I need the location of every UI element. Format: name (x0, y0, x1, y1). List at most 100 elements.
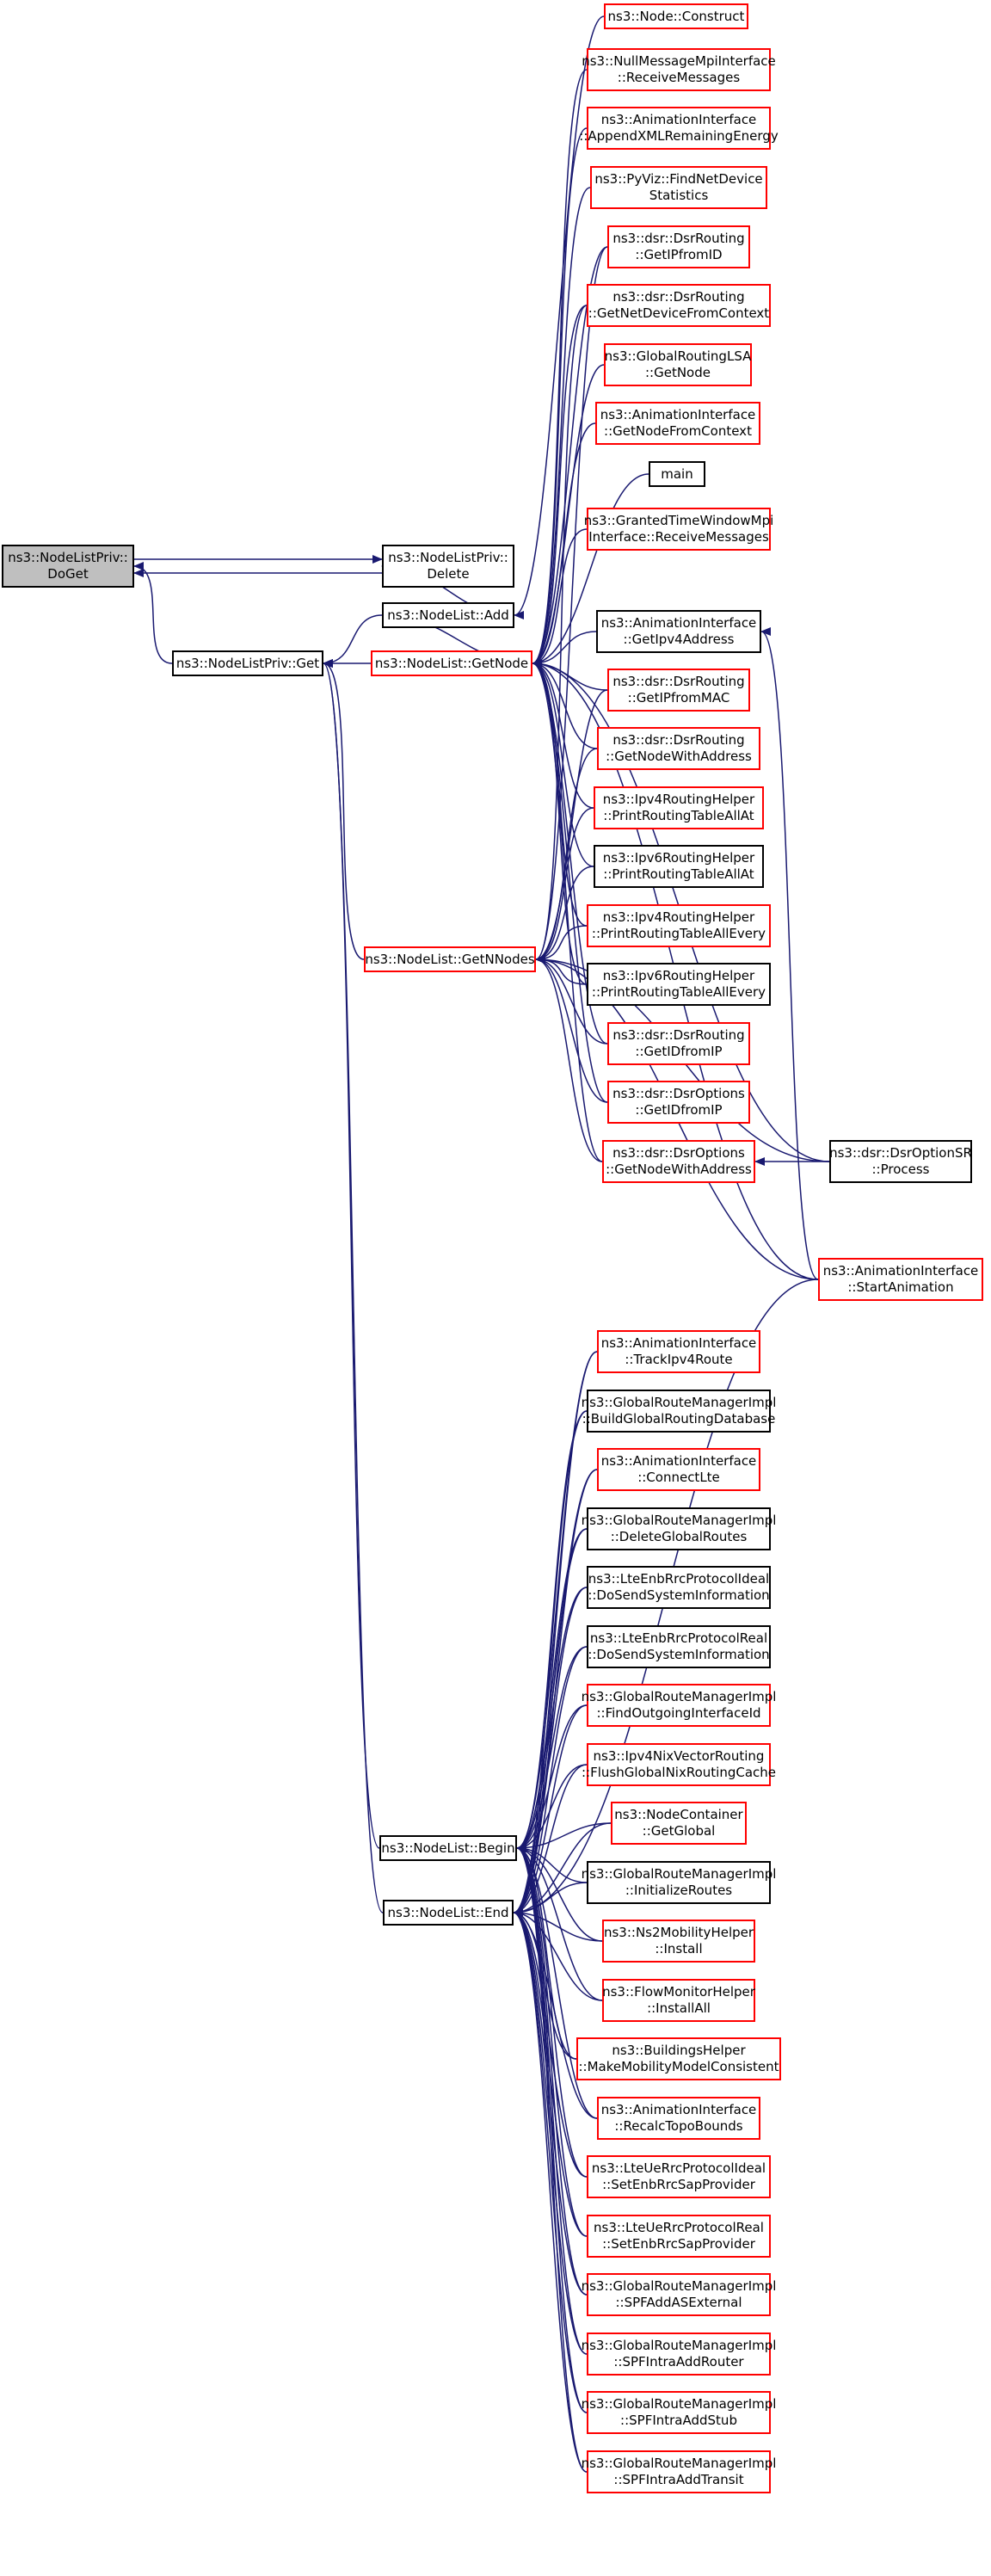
graph-node-ipv6-printall-at[interactable]: ns3::Ipv6RoutingHelper::PrintRoutingTabl… (594, 845, 764, 888)
node-label-line: ns3::AnimationInterface (600, 1453, 757, 1469)
call-edge (535, 955, 608, 1045)
graph-node-anim-getipv4[interactable]: ns3::AnimationInterface::GetIpv4Address (596, 610, 761, 653)
graph-node-nl-getnnodes[interactable]: ns3::NodeList::GetNNodes (364, 946, 536, 972)
node-label-line: ::GetNode (645, 365, 711, 380)
graph-node-ipv4-printall-at[interactable]: ns3::Ipv4RoutingHelper::PrintRoutingTabl… (594, 786, 764, 829)
node-label-line: ns3::GlobalRouteManagerImpl (581, 1866, 777, 1882)
graph-node-dsropt-getnodewithaddr[interactable]: ns3::dsr::DsrOptions::GetNodeWithAddress (602, 1140, 755, 1183)
graph-node-anim-trackipv4[interactable]: ns3::AnimationInterface::TrackIpv4Route (597, 1330, 760, 1373)
node-label-line: ns3::LteEnbRrcProtocolReal (589, 1630, 768, 1646)
node-label-line: ::PrintRoutingTableAllEvery (591, 926, 766, 941)
node-label-line: ns3::GrantedTimeWindowMpi (583, 513, 774, 528)
graph-node-lteue-real[interactable]: ns3::LteUeRrcProtocolReal::SetEnbRrcSapP… (587, 2215, 771, 2258)
graph-node-ns2mob-install[interactable]: ns3::Ns2MobilityHelper::Install (602, 1920, 755, 1963)
graph-node-lteenb-ideal[interactable]: ns3::LteEnbRrcProtocolIdeal::DoSendSyste… (587, 1566, 771, 1609)
graph-node-lteenb-real[interactable]: ns3::LteEnbRrcProtocolReal::DoSendSystem… (587, 1625, 771, 1668)
call-edge (513, 1587, 588, 1917)
node-label-line: ns3::NodeList::End (387, 1904, 509, 1920)
graph-node-priv-delete[interactable]: ns3::NodeListPriv::Delete (382, 545, 514, 588)
graph-node-dsr-getnodewithaddr[interactable]: ns3::dsr::DsrRouting::GetNodeWithAddress (597, 727, 760, 770)
graph-node-nodecontainer-global[interactable]: ns3::NodeContainer::GetGlobal (611, 1802, 747, 1845)
node-label-line: ::Process (871, 1162, 930, 1177)
graph-node-nullmsg[interactable]: ns3::NullMessageMpiInterface::ReceiveMes… (582, 48, 776, 91)
graph-node-dsr-getipfrommac[interactable]: ns3::dsr::DsrRouting::GetIPfromMAC (607, 669, 750, 712)
call-edge (532, 659, 603, 1162)
graph-node-dsr-getnetdev[interactable]: ns3::dsr::DsrRouting::GetNetDeviceFromCo… (587, 284, 771, 327)
graph-node-anim-getnodectx[interactable]: ns3::AnimationInterface::GetNodeFromCont… (595, 402, 760, 445)
graph-node-node-construct[interactable]: ns3::Node::Construct (604, 3, 748, 29)
node-label-line: ns3::NodeContainer (614, 1807, 743, 1822)
node-label-line: ns3::dsr::DsrOptions (612, 1145, 745, 1161)
graph-node-lteue-ideal[interactable]: ns3::LteUeRrcProtocolIdeal::SetEnbRrcSap… (587, 2155, 771, 2198)
node-label-line: ns3::GlobalRouteManagerImpl (581, 2338, 777, 2353)
node-label-line: ::SPFIntraAddRouter (613, 2354, 744, 2370)
graph-node-anim-appendxml[interactable]: ns3::AnimationInterface::AppendXMLRemain… (579, 107, 779, 150)
graph-node-nl-getnode[interactable]: ns3::NodeList::GetNode (371, 650, 532, 676)
graph-node-nix-flush[interactable]: ns3::Ipv4NixVectorRouting::FlushGlobalNi… (582, 1743, 776, 1786)
node-label-line: main (661, 465, 693, 482)
node-label-line: ns3::Ipv4RoutingHelper (602, 792, 755, 807)
graph-node-grm-spfstub[interactable]: ns3::GlobalRouteManagerImpl::SPFIntraAdd… (582, 2391, 776, 2434)
graph-node-grm-spfrouter[interactable]: ns3::GlobalRouteManagerImpl::SPFIntraAdd… (582, 2333, 776, 2376)
call-edge (535, 748, 598, 964)
graph-node-doget: ns3::NodeListPriv::DoGet (2, 545, 134, 588)
call-edge (513, 1822, 612, 1917)
graph-node-buildings-mobility[interactable]: ns3::BuildingsHelper::MakeMobilityModelC… (576, 2037, 781, 2080)
graph-node-dsr-getipfromid[interactable]: ns3::dsr::DsrRouting::GetIPfromID (607, 225, 750, 268)
call-edge (513, 1908, 598, 2119)
node-label-line: DoGet (47, 566, 89, 582)
graph-node-dsropt-getidfromip[interactable]: ns3::dsr::DsrOptions::GetIDfromIP (607, 1081, 750, 1124)
node-label-line: ::AppendXMLRemainingEnergy (579, 128, 779, 144)
call-edge (323, 659, 384, 1914)
node-label-line: ::GetIDfromIP (635, 1102, 723, 1118)
node-label-line: ::DoSendSystemInformation (588, 1647, 770, 1662)
node-label-line: ns3::AnimationInterface (600, 2102, 757, 2117)
node-label-line: ns3::AnimationInterface (600, 112, 757, 127)
node-label-line: ns3::dsr::DsrRouting (612, 732, 745, 748)
graph-node-nl-begin[interactable]: ns3::NodeList::Begin (379, 1835, 517, 1861)
graph-node-grm-deleteroutes[interactable]: ns3::GlobalRouteManagerImpl::DeleteGloba… (582, 1507, 776, 1550)
graph-node-anim-recalctopo[interactable]: ns3::AnimationInterface::RecalcTopoBound… (597, 2097, 760, 2140)
graph-node-dsroptsr-process[interactable]: ns3::dsr::DsrOptionSR::Process (829, 1140, 972, 1183)
node-label-line: ::GetGlobal (642, 1823, 716, 1839)
graph-node-globallsa[interactable]: ns3::GlobalRoutingLSA::GetNode (604, 343, 752, 386)
graph-node-dsr-getidfromip[interactable]: ns3::dsr::DsrRouting::GetIDfromIP (607, 1022, 750, 1065)
graph-node-nl-add[interactable]: ns3::NodeList::Add (382, 602, 514, 628)
graph-node-nl-end[interactable]: ns3::NodeList::End (383, 1900, 514, 1926)
graph-node-main[interactable]: main (649, 461, 705, 487)
graph-node-ipv4-printall-every[interactable]: ns3::Ipv4RoutingHelper::PrintRoutingTabl… (587, 904, 771, 947)
graph-node-grm-initroutes[interactable]: ns3::GlobalRouteManagerImpl::InitializeR… (582, 1861, 776, 1904)
node-label-line: ns3::GlobalRouteManagerImpl (581, 2456, 777, 2471)
graph-node-ipv6-printall-every[interactable]: ns3::Ipv6RoutingHelper::PrintRoutingTabl… (587, 963, 771, 1006)
graph-node-grm-findoutgoing[interactable]: ns3::GlobalRouteManagerImpl::FindOutgoin… (582, 1684, 776, 1727)
node-label-line: ns3::NodeList::Add (387, 607, 509, 623)
graph-node-priv-get[interactable]: ns3::NodeListPriv::Get (172, 650, 323, 676)
call-edge (535, 955, 603, 1162)
call-edge (516, 1844, 603, 1942)
node-label-line: ns3::GlobalRoutingLSA (604, 348, 752, 364)
node-label-line: ns3::NullMessageMpiInterface (582, 53, 776, 69)
node-label-line: ::GetNodeWithAddress (606, 749, 752, 764)
node-label-line: ::GetIPfromMAC (627, 690, 730, 706)
node-label-line: ns3::AnimationInterface (600, 1335, 757, 1351)
call-edge (532, 659, 608, 1103)
graph-node-anim-start[interactable]: ns3::AnimationInterface::StartAnimation (818, 1258, 983, 1301)
node-label-line: ns3::NodeList::GetNNodes (365, 951, 535, 967)
call-edge (516, 1410, 588, 1852)
node-label-line: ns3::dsr::DsrRouting (612, 231, 745, 246)
call-edge (532, 187, 591, 668)
call-edge (513, 1908, 588, 2413)
graph-node-grm-builddb[interactable]: ns3::GlobalRouteManagerImpl::BuildGlobal… (582, 1390, 776, 1433)
node-label-line: ::ReceiveMessages (617, 70, 741, 85)
graph-node-grm-spfaddas[interactable]: ns3::GlobalRouteManagerImpl::SPFAddASExt… (582, 2273, 776, 2316)
graph-node-anim-connectlte[interactable]: ns3::AnimationInterface::ConnectLte (597, 1448, 760, 1491)
call-edge (513, 1908, 588, 2296)
call-edge (513, 1908, 603, 1942)
call-edge (516, 1822, 612, 1852)
node-label-line: ns3::NodeList::Begin (381, 1840, 515, 1856)
node-label-line: ::InitializeRoutes (625, 1883, 733, 1898)
graph-node-flowmon-installall[interactable]: ns3::FlowMonitorHelper::InstallAll (602, 1979, 755, 2022)
graph-node-grm-spftransit[interactable]: ns3::GlobalRouteManagerImpl::SPFIntraAdd… (582, 2450, 776, 2493)
